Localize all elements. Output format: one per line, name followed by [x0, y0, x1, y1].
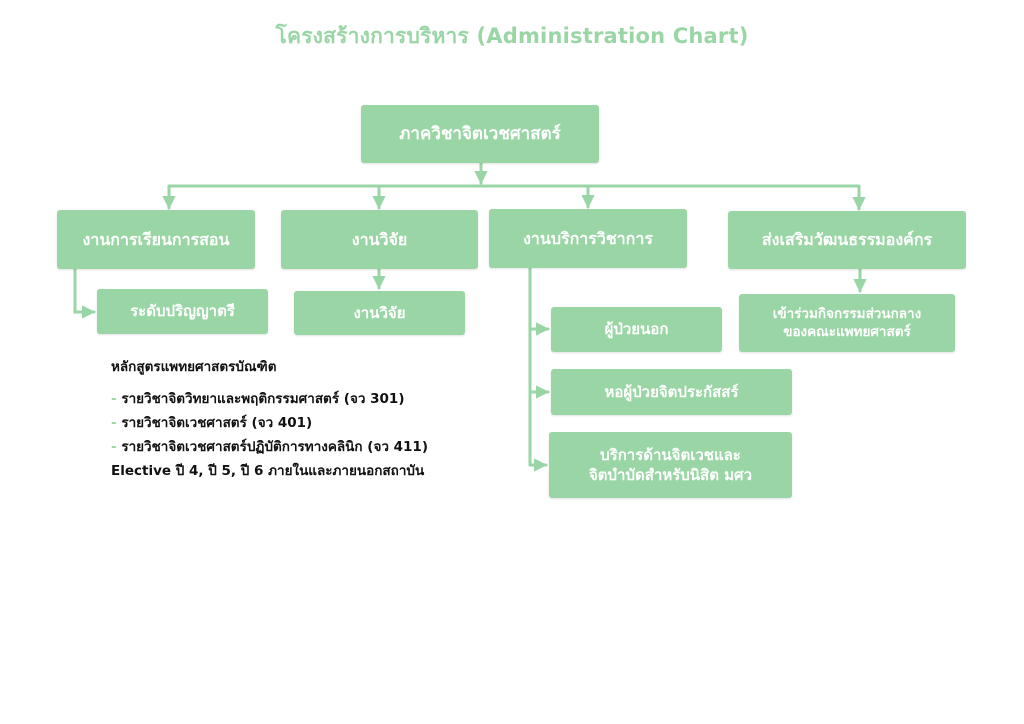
curriculum-item: - รายวิชาจิตวิทยาและพฤติกรรมศาสตร์ (จว 3…	[111, 387, 491, 411]
curriculum-block: หลักสูตรแพทยศาสตรบัณฑิต - รายวิชาจิตวิทย…	[111, 355, 491, 483]
unit-research-box: งานวิจัย	[281, 210, 478, 269]
curriculum-item-text: รายวิชาจิตวิทยาและพฤติกรรมศาสตร์ (จว 301…	[121, 391, 405, 407]
bullet-dash: -	[111, 391, 117, 407]
undergraduate-box: ระดับปริญญาตรี	[97, 289, 268, 334]
unit-teaching-box: งานการเรียนการสอน	[57, 210, 255, 269]
curriculum-item: - รายวิชาจิตเวชศาสตร์ (จว 401)	[111, 411, 491, 435]
unit-service-label: งานบริการวิชาการ	[523, 228, 653, 248]
outpatient-box: ผู้ป่วยนอก	[551, 307, 722, 352]
research-sub-label: งานวิจัย	[353, 303, 406, 322]
unit-culture-label: ส่งเสริมวัฒนธรรมองค์กร	[761, 230, 933, 250]
unit-teaching-label: งานการเรียนการสอน	[82, 229, 230, 249]
faculty-activities-line2: ของคณะแพทยศาสตร์	[783, 324, 911, 340]
psych-ward-box: หอผู้ป่วยจิตประกัสสร์	[551, 369, 792, 415]
connector-teaching-undergrad	[73, 267, 96, 319]
unit-culture-box: ส่งเสริมวัฒนธรรมองค์กร	[728, 211, 966, 269]
faculty-activities-box: เข้าร่วมกิจกรรมส่วนกลาง ของคณะแพทยศาสตร์	[739, 294, 955, 352]
department-box: ภาควิชาจิตเวชศาสตร์	[361, 105, 599, 163]
student-clinic-box: บริการด้านจิตเวชและ จิตบำบัดสำหรับนิสิต …	[549, 432, 792, 498]
chart-title: โครงสร้างการบริหาร (Administration Chart…	[275, 24, 749, 48]
curriculum-item-text: รายวิชาจิตเวชศาสตร์ (จว 401)	[121, 415, 313, 431]
unit-research-label: งานวิจัย	[351, 229, 408, 249]
department-label: ภาควิชาจิตเวชศาสตร์	[399, 123, 561, 144]
student-clinic-line1: บริการด้านจิตเวชและ	[600, 445, 741, 464]
bullet-dash: -	[111, 439, 117, 455]
curriculum-item-text: รายวิชาจิตเวชศาสตร์ปฏิบัติการทางคลินิก (…	[121, 439, 428, 455]
student-clinic-line2: จิตบำบัดสำหรับนิสิต มศว	[589, 466, 752, 484]
faculty-activities-line1: เข้าร่วมกิจกรรมส่วนกลาง	[772, 305, 922, 322]
outpatient-label: ผู้ป่วยนอก	[604, 320, 669, 339]
curriculum-heading: หลักสูตรแพทยศาสตรบัณฑิต	[111, 359, 277, 375]
psych-ward-label: หอผู้ป่วยจิตประกัสสร์	[604, 382, 739, 401]
undergraduate-label: ระดับปริญญาตรี	[130, 302, 235, 321]
bullet-dash: -	[111, 415, 117, 431]
research-sub-box: งานวิจัย	[294, 291, 465, 335]
curriculum-item: - รายวิชาจิตเวชศาสตร์ปฏิบัติการทางคลินิก…	[111, 435, 491, 459]
curriculum-elective: Elective ปี 4, ปี 5, ปี 6 ภายในและภายนอก…	[111, 463, 425, 479]
unit-service-box: งานบริการวิชาการ	[489, 209, 687, 268]
